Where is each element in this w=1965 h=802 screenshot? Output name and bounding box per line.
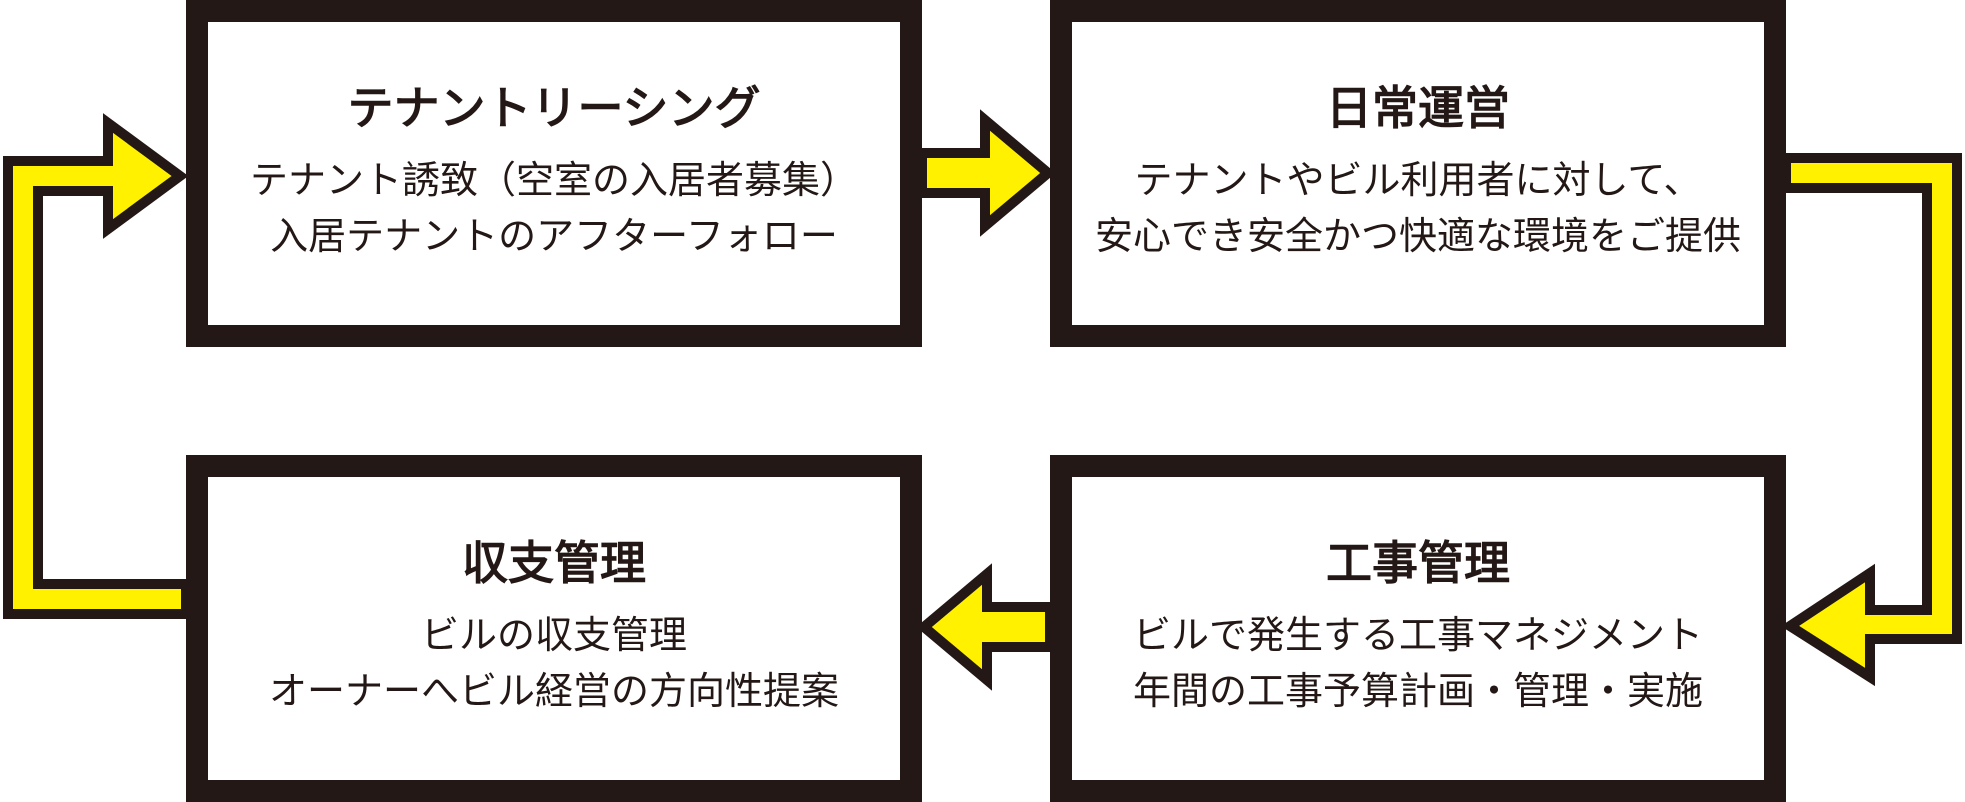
construction-title: 工事管理 xyxy=(1326,536,1510,590)
finance-title: 収支管理 xyxy=(462,536,646,590)
loop-arrow-finance-to-leasing xyxy=(3,113,191,619)
leasing-line-2: 入居テナントのアフターフォロー xyxy=(270,214,838,258)
arrow-construction-to-finance xyxy=(916,563,1055,691)
construction-line-2: 年間の工事予算計画・管理・実施 xyxy=(1132,669,1703,713)
finance-line-1: ビルの収支管理 xyxy=(420,613,687,657)
construction-box: 工事管理 ビルで発生する工事マネジメント 年間の工事予算計画・管理・実施 xyxy=(1050,455,1786,802)
leasing-line-1: テナント誘致（空室の入居者募集） xyxy=(249,158,858,202)
loop-arrow-operations-to-construction xyxy=(1780,153,1962,687)
operations-title: 日常運営 xyxy=(1326,81,1510,135)
operations-line-2: 安心でき安全かつ快適な環境をご提供 xyxy=(1094,214,1741,258)
construction-line-1: ビルで発生する工事マネジメント xyxy=(1132,613,1703,657)
leasing-title: テナントリーシング xyxy=(347,81,761,135)
arrow-leasing-to-operations xyxy=(917,109,1056,237)
finance-line-2: オーナーへビル経営の方向性提案 xyxy=(268,669,839,713)
operations-line-1: テナントやビル利用者に対して、 xyxy=(1134,158,1702,202)
finance-box: 収支管理 ビルの収支管理 オーナーへビル経営の方向性提案 xyxy=(186,455,922,802)
operations-box: 日常運営 テナントやビル利用者に対して、 安心でき安全かつ快適な環境をご提供 xyxy=(1050,0,1786,347)
leasing-box: テナントリーシング テナント誘致（空室の入居者募集） 入居テナントのアフターフォ… xyxy=(186,0,922,347)
